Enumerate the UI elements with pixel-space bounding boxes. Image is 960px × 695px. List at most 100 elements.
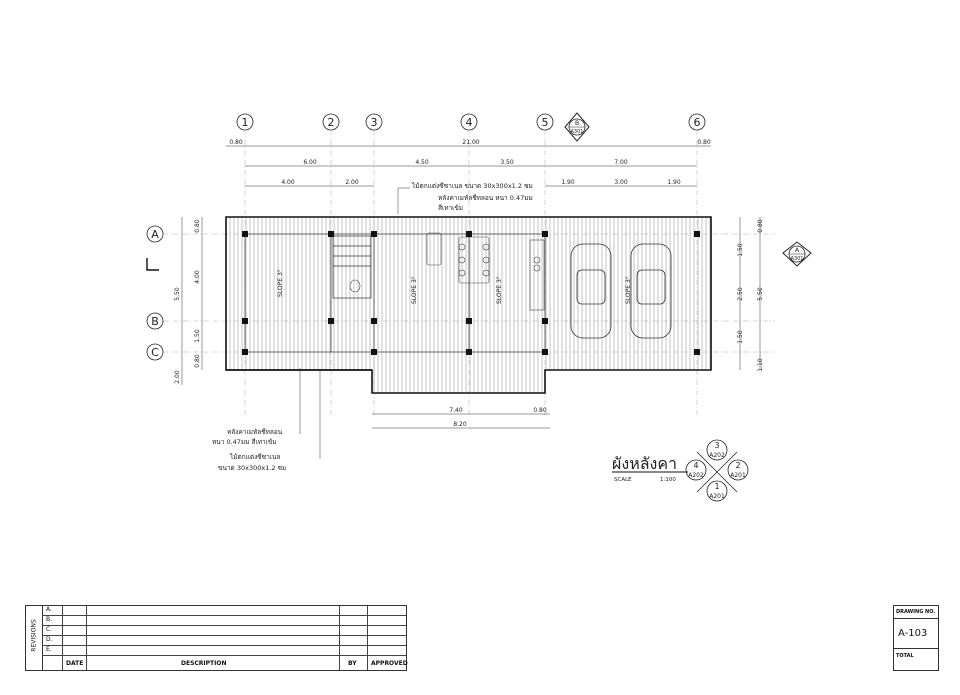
svg-text:2.00: 2.00 [345,179,359,186]
revision-row-d: D. [42,636,406,646]
roof-outline [225,216,712,394]
grid-bubble-A: A [146,225,164,243]
grid-bubble-C: C [146,343,164,361]
top-dimension-lines [226,145,711,187]
svg-text:7.00: 7.00 [614,159,628,166]
revisions-label-cell: REVISIONS [26,606,43,670]
grid-bubble-B: B [146,312,164,330]
drawing-no: A-103 [898,628,928,639]
svg-text:หนา 0.47มม สีเทาเข้ม: หนา 0.47มม สีเทาเข้ม [212,438,277,446]
revisions-table: REVISIONS A. B. C. D. E. DATE DESCRIPTIO… [25,605,408,671]
svg-text:6: 6 [694,116,701,129]
svg-text:5.50: 5.50 [757,287,764,301]
grid-bubble-3: 3 [365,113,383,131]
structural-columns [242,231,700,355]
svg-text:4.00: 4.00 [281,179,295,186]
svg-text:A201: A201 [730,472,746,479]
svg-text:1: 1 [714,482,719,491]
svg-text:1.10: 1.10 [757,358,764,372]
svg-text:0.80: 0.80 [194,219,201,233]
svg-text:1.90: 1.90 [561,179,575,186]
revision-col-divider [367,606,368,670]
revision-header-date: DATE [66,660,84,667]
revision-col-divider [62,606,63,670]
elevation-key [685,439,749,502]
svg-text:SLOPE 3°: SLOPE 3° [625,276,632,304]
revision-row-c: C. [42,626,406,636]
svg-text:SLOPE 3°: SLOPE 3° [411,276,418,304]
svg-text:1: 1 [242,116,249,129]
svg-text:0.80: 0.80 [757,219,764,233]
svg-text:ผังหลังคา: ผังหลังคา [612,454,677,473]
revision-col-divider [339,606,340,670]
title-block-divider [894,618,938,619]
svg-text:1.50: 1.50 [737,330,744,344]
svg-text:0.80: 0.80 [194,354,201,368]
svg-text:7.40: 7.40 [449,407,463,414]
svg-text:B: B [151,315,159,328]
svg-text:หลังคาเมทัลชีทลอน หนา 0.47มม: หลังคาเมทัลชีทลอน หนา 0.47มม [438,194,533,202]
grid-bubble-5: 5 [536,113,554,131]
section-marker-right: A A301 [782,241,812,267]
bottom-dimensions: 7.40 0.80 8.20 [449,407,547,428]
svg-text:A301: A301 [571,129,584,135]
svg-text:6.00: 6.00 [303,159,317,166]
slope-labels: SLOPE 3° SLOPE 3° SLOPE 3° SLOPE 3° [277,269,632,304]
grid-bubble-1: 1 [236,113,254,131]
hidden-walls [244,233,546,353]
svg-text:3: 3 [371,116,378,129]
svg-text:A: A [795,247,800,254]
svg-text:2: 2 [328,116,335,129]
revision-header-by: BY [348,660,357,667]
revision-row-e: E. [42,646,406,656]
svg-text:ไม้ตกแต่งซีซาเนล: ไม้ตกแต่งซีซาเนล [229,453,280,461]
right-dimensions: 0.80 1.50 2.50 1.50 5.50 1.10 [737,219,764,372]
bottom-dimension-lines [372,413,550,429]
svg-text:SLOPE 3°: SLOPE 3° [277,269,284,297]
svg-text:21.00: 21.00 [462,139,479,146]
svg-text:0.80: 0.80 [533,407,547,414]
svg-text:A301: A301 [791,256,804,262]
grid-bubble-4: 4 [460,113,478,131]
svg-text:4: 4 [693,461,698,470]
right-dimension-lines [739,217,761,370]
svg-text:0.80: 0.80 [229,139,243,146]
svg-text:1.90: 1.90 [667,179,681,186]
svg-text:1.50: 1.50 [194,329,201,343]
svg-text:A201: A201 [709,493,725,500]
furniture [349,232,545,311]
revisions-label: REVISIONS [30,619,38,652]
svg-text:2.00: 2.00 [174,370,181,384]
svg-text:ไม้ตกแต่งซีซาเนล ขนาด 30x300x1: ไม้ตกแต่งซีซาเนล ขนาด 30x300x1.2 ซม [411,182,533,190]
north-direction-mark [146,258,159,271]
left-dimension-lines [181,217,203,385]
svg-text:B: B [575,120,579,127]
revision-row-a: A. [42,606,406,616]
grid-row-bubbles: A B C [146,225,164,361]
car-left [570,243,612,339]
svg-text:0.80: 0.80 [697,139,711,146]
svg-text:2.50: 2.50 [737,287,744,301]
svg-text:8.20: 8.20 [453,421,467,428]
svg-text:สีเทาเข้ม: สีเทาเข้ม [438,204,463,212]
car-right [630,243,672,339]
svg-text:A202: A202 [709,452,725,459]
svg-text:5: 5 [542,116,549,129]
revision-header-approved: APPROVED [371,660,408,667]
svg-text:1:100: 1:100 [660,477,676,483]
svg-text:3.50: 3.50 [500,159,514,166]
left-dimensions: 0.80 4.00 1.50 0.80 5.50 2.00 [174,219,201,384]
svg-text:3: 3 [714,441,719,450]
svg-text:3.00: 3.00 [614,179,628,186]
svg-text:หลังคาเมทัลชีทลอน: หลังคาเมทัลชีทลอน [227,428,283,436]
svg-text:SCALE: SCALE [614,477,632,483]
total-label: TOTAL [896,653,914,659]
grid-bubble-6: 6 [688,113,706,131]
svg-text:SLOPE 3°: SLOPE 3° [496,276,503,304]
drawing-no-label: DRAWING NO. [896,609,936,615]
bottom-note: หลังคาเมทัลชีทลอน หนา 0.47มม สีเทาเข้ม ไ… [212,428,286,472]
svg-text:A202: A202 [688,472,704,479]
leader-lines [299,187,410,459]
